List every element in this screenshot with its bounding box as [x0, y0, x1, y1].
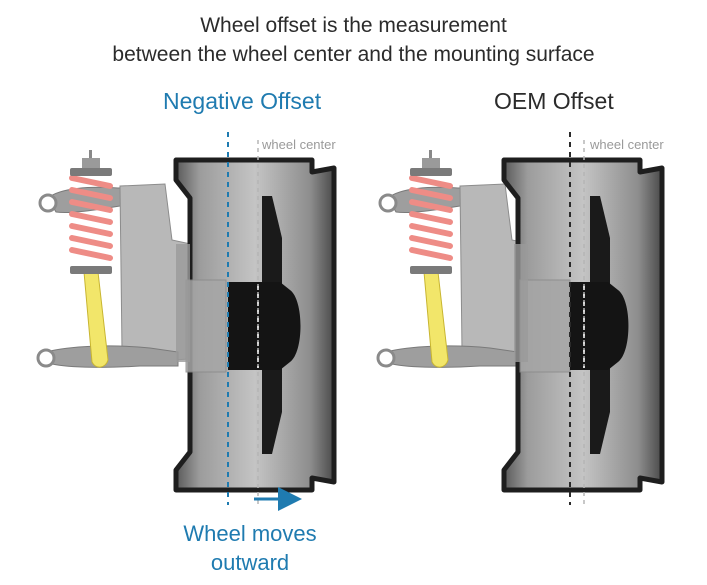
hub-center-negative [228, 282, 301, 370]
lower-control-arm [45, 345, 179, 368]
lower-arm-bushing [376, 348, 396, 368]
oem-offset-title: OEM Offset [494, 88, 614, 114]
spring-seat-top [410, 168, 452, 176]
negative-offset-title: Negative Offset [163, 88, 322, 114]
wheel-center-label-negative: wheel center [262, 137, 336, 152]
diagram-title-line2: between the wheel center and the mountin… [112, 43, 595, 66]
lower-control-arm [385, 345, 519, 368]
caption-line1: Wheel moves [183, 521, 317, 546]
spring-seat-bottom [70, 266, 112, 274]
diagram-title-line1: Wheel offset is the measurement [200, 14, 507, 37]
hub-mount-oem [519, 279, 571, 373]
hub-mount-negative [185, 279, 227, 373]
hub-center-oem [570, 282, 629, 370]
oem-offset-assembly [376, 132, 665, 505]
hub-flange-negative [176, 244, 190, 362]
strut-body [423, 271, 449, 368]
spring-seat-top [70, 168, 112, 176]
spring-seat-bottom [410, 266, 452, 274]
strut-cap [82, 158, 100, 168]
negative-offset-assembly [36, 132, 337, 511]
upper-arm-bushing [378, 193, 398, 213]
strut-body [83, 271, 109, 368]
wheel-center-label-oem: wheel center [590, 137, 664, 152]
lower-arm-bushing [36, 348, 56, 368]
strut-cap [422, 158, 440, 168]
upper-arm-bushing [38, 193, 58, 213]
caption-line2: outward [210, 550, 290, 575]
coil-spring [69, 175, 113, 261]
coil-spring [409, 175, 453, 261]
hub-flange-oem [514, 244, 528, 362]
